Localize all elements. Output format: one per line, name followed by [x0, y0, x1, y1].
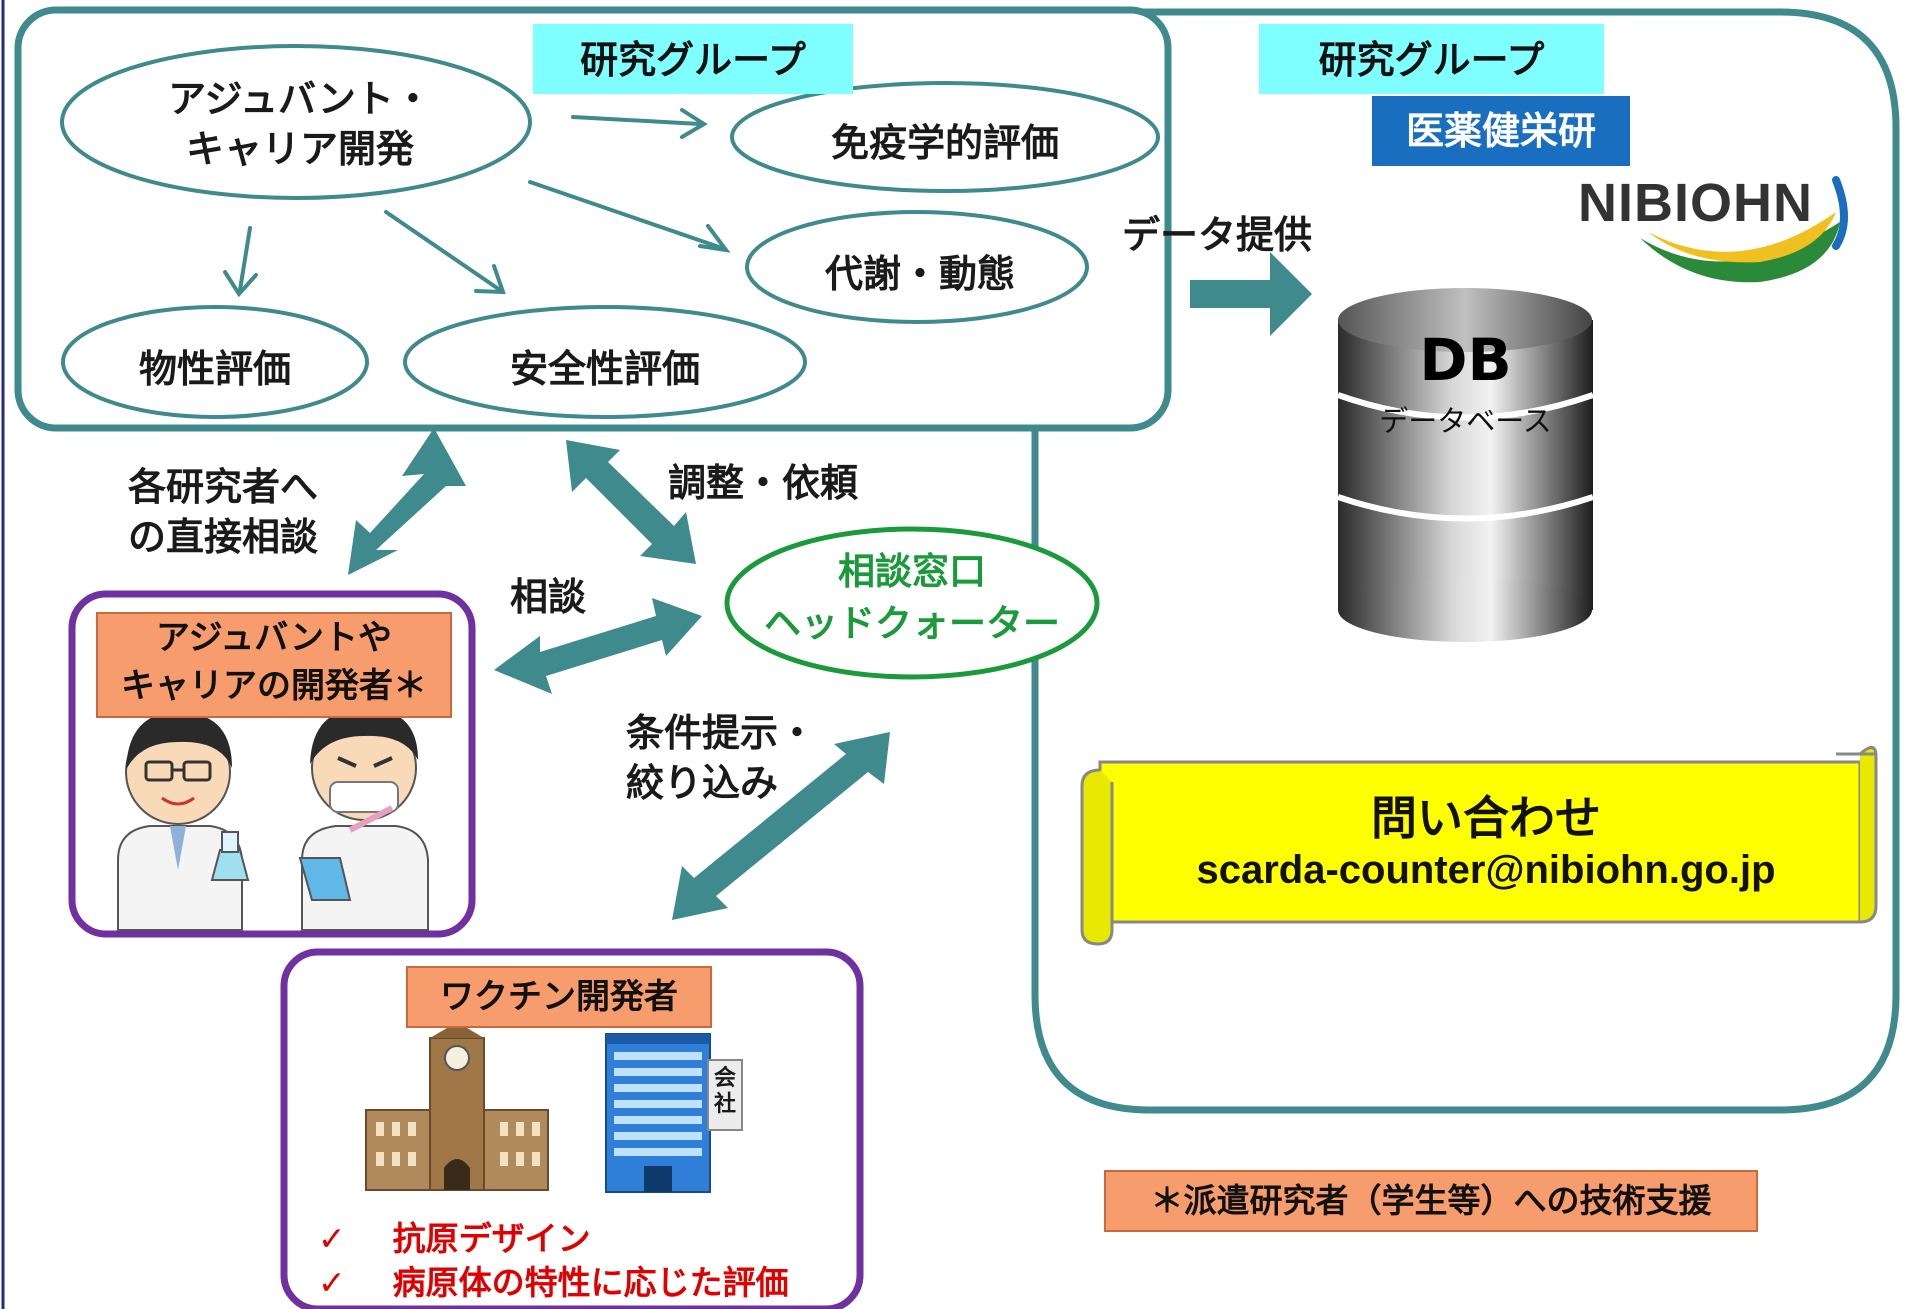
adjuvant-dev-line2: キャリア開発	[185, 127, 414, 171]
metabolism-label: 代謝・動態	[824, 252, 1015, 296]
check-mark-icon: ✓	[318, 1263, 346, 1302]
adjuvant-dev-ellipse	[60, 44, 532, 200]
coordinate-label: 調整・依頼	[668, 461, 859, 505]
vaccine-box	[280, 948, 864, 1309]
check-item-2-text: 病原体の特性に応じた評価	[392, 1263, 789, 1302]
conditions-line1: 条件提示・	[626, 711, 817, 755]
footnote-tag: ＊派遣研究者（学生等）への技術支援	[1104, 1170, 1758, 1232]
check-item-2: ✓ 病原体の特性に応じた評価	[318, 1256, 789, 1304]
db-subtitle: データベース	[1379, 404, 1552, 438]
headquarters-line2: ヘッドクォーター	[764, 602, 1060, 645]
headquarters-ellipse	[724, 526, 1100, 680]
direct-consult-line1: 各研究者へ	[128, 465, 319, 509]
developer-tag-line2: キャリアの開発者＊	[121, 666, 427, 706]
block-arrows	[348, 428, 890, 920]
nibiohn-logo-text: NIBIOHN	[1578, 173, 1813, 233]
check-item-1-text: 抗原デザイン	[392, 1219, 591, 1258]
office-sign: 会社	[713, 1066, 736, 1117]
adjuvant-dev-line1: アジュバント・	[168, 77, 432, 121]
adjuvant-dev-label: アジュバント・ キャリア開発	[120, 74, 480, 174]
developer-tag: アジュバントや キャリアの開発者＊	[96, 612, 452, 718]
inquiry-title: 問い合わせ	[1371, 791, 1601, 845]
research-group-tag-left: 研究グループ	[533, 24, 853, 94]
headquarters-line1: 相談窓口	[838, 550, 986, 593]
direct-consult-label: 各研究者へ の直接相談	[128, 462, 318, 562]
inquiry-email[interactable]: scarda-counter@nibiohn.go.jp	[1196, 848, 1776, 892]
nibiohn-logo-icon	[1640, 176, 1848, 283]
check-mark-icon: ✓	[318, 1219, 346, 1258]
conditions-line2: 絞り込み	[626, 761, 779, 805]
database-cylinder-illustration	[1336, 288, 1594, 642]
data-provision-label: データ提供	[1122, 213, 1313, 257]
db-title: DB	[1419, 326, 1512, 394]
nibiohn-region-border	[1030, 8, 1900, 1114]
researcher-illustration-1	[117, 712, 250, 931]
research-group-tag-right: 研究グループ	[1259, 24, 1604, 94]
immunology-ellipse	[730, 81, 1160, 193]
thin-arrows	[223, 108, 731, 298]
headquarters-label: 相談窓口 ヘッドクォーター	[730, 546, 1094, 650]
physical-ellipse	[61, 305, 369, 419]
org-tag: 医薬健栄研	[1372, 96, 1630, 166]
data-provision-arrow	[1190, 252, 1312, 336]
conditions-label: 条件提示・ 絞り込み	[626, 708, 816, 808]
office-building-illustration	[605, 1033, 743, 1193]
safety-label: 安全性評価	[509, 347, 700, 391]
physical-label: 物性評価	[138, 347, 291, 391]
university-building-illustration	[365, 1022, 549, 1191]
consult-label: 相談	[510, 575, 587, 619]
check-item-1: ✓ 抗原デザイン	[318, 1212, 591, 1260]
metabolism-ellipse	[745, 210, 1089, 324]
safety-ellipse	[403, 305, 807, 419]
researcher-illustration-2	[298, 708, 429, 931]
vaccine-tag: ワクチン開発者	[406, 966, 712, 1028]
immunology-label: 免疫学的評価	[830, 121, 1059, 165]
inquiry-scroll-banner	[1080, 746, 1878, 946]
direct-consult-line2: の直接相談	[128, 515, 319, 559]
developer-tag-line1: アジュバントや	[156, 618, 392, 658]
